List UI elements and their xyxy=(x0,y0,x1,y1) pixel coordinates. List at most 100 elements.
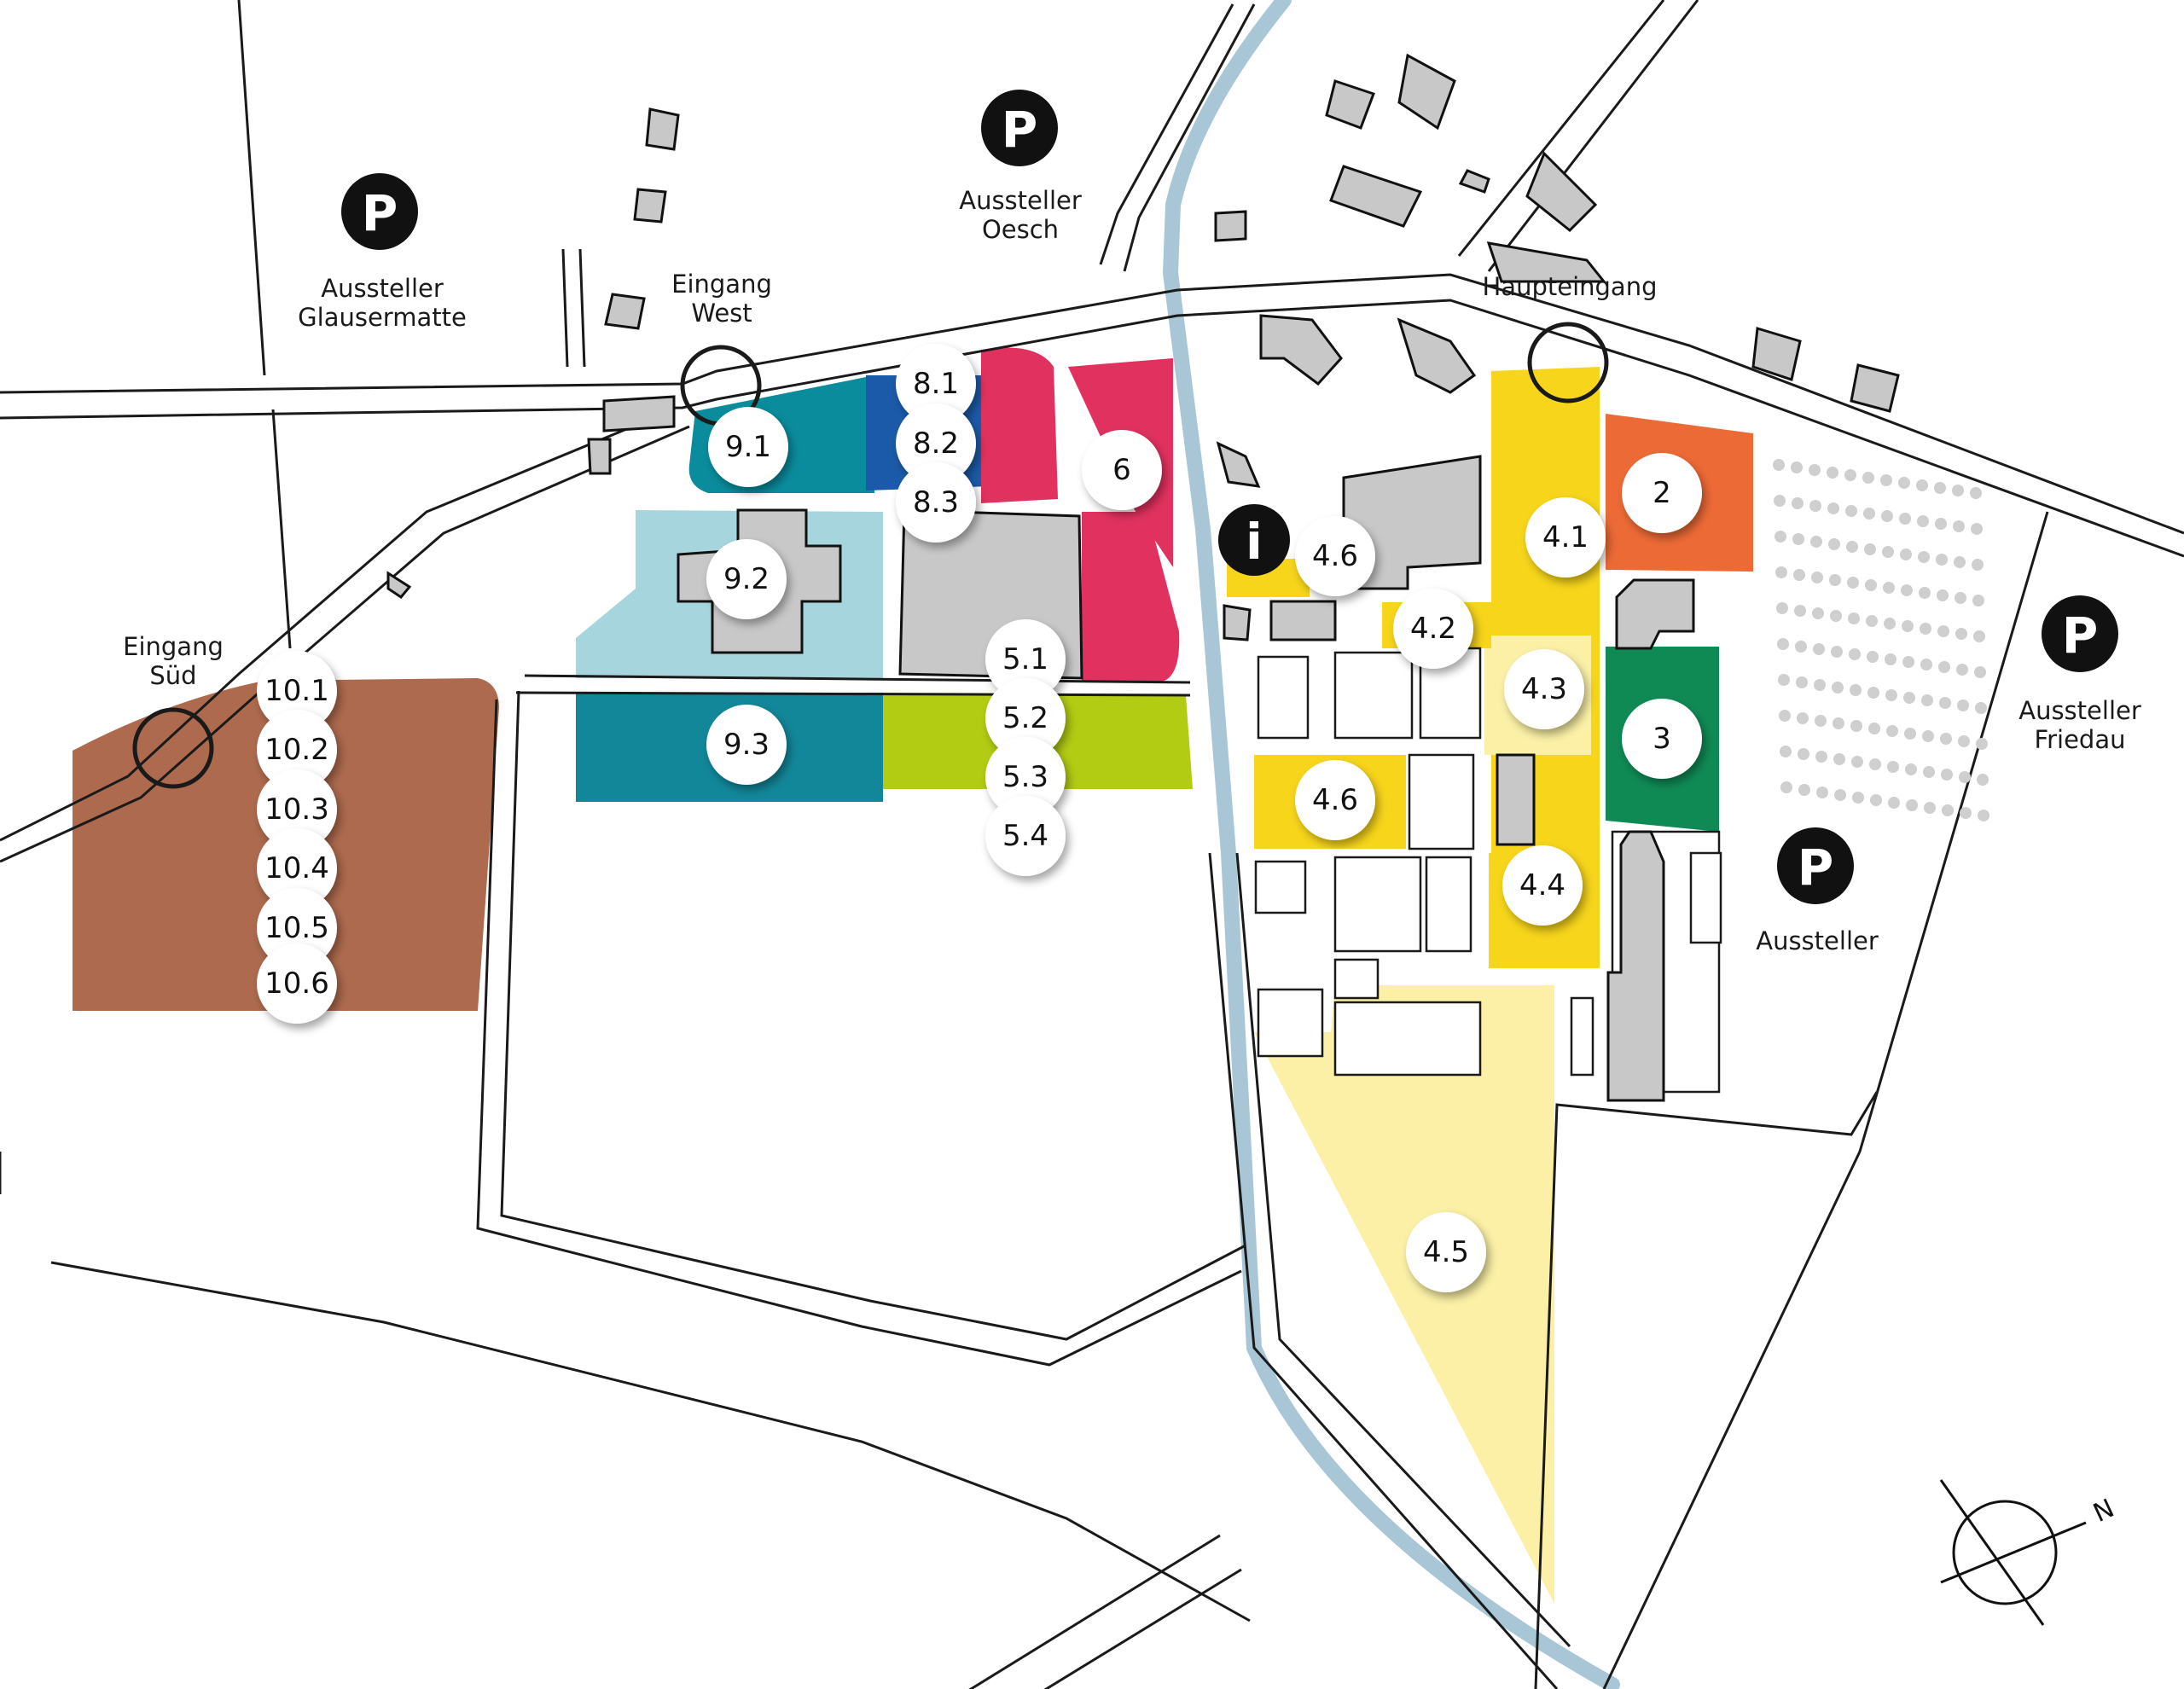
parking-stall xyxy=(1814,679,1826,691)
label-eingang-sued-line2: Süd xyxy=(149,661,196,690)
parking-stall xyxy=(1793,569,1805,581)
parking-stall xyxy=(1816,786,1828,798)
label-aussteller-friedau-line1: Aussteller xyxy=(2018,696,2141,725)
sector-bubble-4-5[interactable]: 4.5 xyxy=(1406,1212,1486,1292)
sector-bubble-9-2[interactable]: 9.2 xyxy=(706,539,787,619)
sector-bubble-4-6-top[interactable]: 4.6 xyxy=(1295,516,1375,596)
parking-stall xyxy=(1975,702,1987,714)
parking-stall xyxy=(1863,508,1875,519)
parking-stall xyxy=(1904,728,1916,740)
main-entrance-marker xyxy=(1527,322,1609,403)
parking-stall xyxy=(1941,769,1953,781)
sector-bubble-3[interactable]: 3 xyxy=(1622,699,1702,779)
parking-stall xyxy=(1795,641,1807,653)
parking-icon-oesch: P xyxy=(981,90,1058,166)
parking-stall xyxy=(1865,579,1877,591)
label-aussteller: Aussteller xyxy=(1756,926,1879,955)
sector-bubble-9-1[interactable]: 9.1 xyxy=(708,407,788,487)
parking-stall xyxy=(1940,733,1952,745)
parking-stall xyxy=(1844,469,1856,481)
sector-bubble-6[interactable]: 6 xyxy=(1082,430,1162,510)
sector-bubble-8-2[interactable]: 8.2 xyxy=(896,403,976,484)
parking-icon-glausermatte: P xyxy=(341,173,418,250)
svg-text:3: 3 xyxy=(1653,722,1671,756)
parking-stall xyxy=(1867,651,1879,663)
parking-stall xyxy=(1867,687,1879,699)
svg-text:10.2: 10.2 xyxy=(264,733,329,767)
parking-stall xyxy=(1972,559,1984,571)
sector-bubble-5-3[interactable]: 5.3 xyxy=(985,737,1066,817)
parking-stall xyxy=(1780,781,1792,793)
sector-bubble-8-3[interactable]: 8.3 xyxy=(896,462,976,543)
parking-stall xyxy=(1811,572,1823,583)
sector-bubble-4-6-mid[interactable]: 4.6 xyxy=(1295,760,1375,840)
sector-bubble-8-1[interactable]: 8.1 xyxy=(896,344,976,424)
sector-bubble-10-4[interactable]: 10.4 xyxy=(257,828,337,908)
sector-bubble-4-3[interactable]: 4.3 xyxy=(1504,649,1584,729)
parking-stall xyxy=(1881,510,1893,522)
info-icon[interactable]: i xyxy=(1218,504,1290,576)
sector-bubble-10-1[interactable]: 10.1 xyxy=(257,651,337,731)
label-eingang-sued-line1: Eingang xyxy=(123,632,224,661)
svg-text:P: P xyxy=(1002,101,1038,159)
parking-stall xyxy=(1792,533,1804,545)
parking-stall xyxy=(1939,697,1951,709)
parking-stall xyxy=(1869,758,1881,770)
parking-stall xyxy=(1864,543,1876,555)
parking-stall xyxy=(1888,797,1900,809)
parking-stall xyxy=(1952,485,1964,496)
svg-text:8.3: 8.3 xyxy=(913,485,959,519)
parking-stall xyxy=(1791,461,1803,473)
sector-bubble-10-5[interactable]: 10.5 xyxy=(257,888,337,968)
sector-bubble-5-2[interactable]: 5.2 xyxy=(985,678,1066,758)
entrance-south-marker xyxy=(132,707,214,789)
svg-text:P: P xyxy=(2062,607,2099,665)
parking-stall xyxy=(1924,802,1936,814)
sector-bubble-9-3[interactable]: 9.3 xyxy=(706,705,787,785)
parking-stall xyxy=(1815,715,1827,727)
sector-bubble-10-6[interactable]: 10.6 xyxy=(257,943,337,1024)
svg-text:5.4: 5.4 xyxy=(1002,819,1048,853)
sector-bubble-4-1[interactable]: 4.1 xyxy=(1525,497,1606,578)
parking-stall xyxy=(1851,756,1863,768)
svg-text:6: 6 xyxy=(1112,453,1131,487)
sector-bubble-4-4[interactable]: 4.4 xyxy=(1502,845,1583,926)
parking-icon-aussteller: P xyxy=(1777,827,1854,904)
sector-bubble-5-1[interactable]: 5.1 xyxy=(985,619,1066,699)
svg-text:10.5: 10.5 xyxy=(264,911,329,945)
parking-stall xyxy=(1977,774,1989,786)
parking-stall xyxy=(1776,602,1788,614)
parking-stall xyxy=(1850,684,1862,696)
parking-stall xyxy=(1959,771,1971,783)
parking-stall xyxy=(1810,536,1822,548)
parking-stall xyxy=(1829,574,1841,586)
parking-stall xyxy=(1960,807,1972,819)
parking-stall xyxy=(1957,699,1969,711)
parking-stall xyxy=(1937,589,1949,601)
parking-stall xyxy=(1917,515,1929,527)
parking-stall xyxy=(1777,638,1789,650)
parking-stall xyxy=(1902,620,1914,632)
parking-stall xyxy=(1880,474,1892,486)
sector-bubble-10-3[interactable]: 10.3 xyxy=(257,769,337,850)
svg-text:i: i xyxy=(1246,513,1263,571)
parking-stall xyxy=(1885,653,1896,665)
parking-icon-friedau: P xyxy=(2042,595,2118,672)
parking-stall xyxy=(1834,789,1846,801)
compass-north-label: N xyxy=(2088,1494,2118,1529)
sector-bubble-10-2[interactable]: 10.2 xyxy=(257,710,337,790)
parking-stall xyxy=(1935,518,1947,530)
sector-bubble-4-2[interactable]: 4.2 xyxy=(1393,589,1473,669)
parking-stall xyxy=(1934,482,1946,494)
sector-bubble-5-4[interactable]: 5.4 xyxy=(985,796,1066,876)
svg-text:8.1: 8.1 xyxy=(913,367,959,401)
parking-stall xyxy=(1813,643,1825,655)
svg-text:9.2: 9.2 xyxy=(723,562,770,596)
label-aussteller-oesch-line2: Oesch xyxy=(982,215,1059,244)
sector-labels: 9.1 9.2 9.3 8.1 8.2 8.3 6 5.1 5.2 5.3 5.… xyxy=(257,344,1702,1292)
sector-bubble-2[interactable]: 2 xyxy=(1622,453,1702,533)
svg-text:4.4: 4.4 xyxy=(1519,868,1565,903)
parking-stall xyxy=(1899,513,1911,525)
label-aussteller-glausermatte-line1: Aussteller xyxy=(321,274,444,303)
